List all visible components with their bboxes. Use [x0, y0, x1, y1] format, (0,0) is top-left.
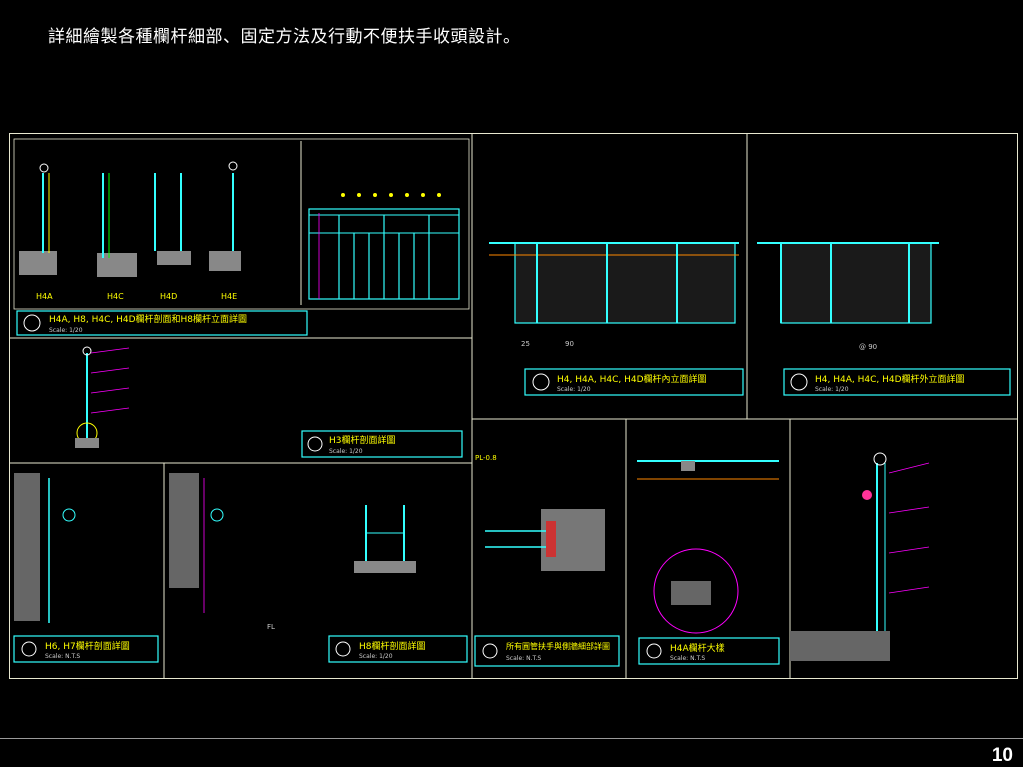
panel-4-h3-section: H3欄杆剖面詳圖 Scale: 1/20: [75, 346, 463, 458]
scale-2: Scale: 1/20: [557, 386, 591, 393]
scale-3: Scale: 1/20: [815, 386, 849, 393]
panel-1-elevation: [308, 193, 460, 300]
cad-drawing-sheet: H4A H4C H4D H4E H4A, H8, H4C, H4D欄杆剖面和H8…: [9, 133, 1018, 679]
panel-9-section: [790, 452, 930, 661]
panel-1-sections: H4A H4C H4D H4E: [13, 138, 470, 310]
scale-4: Scale: 1/20: [329, 448, 363, 455]
pl-label: PL-0.8: [475, 454, 497, 462]
dim-spacing: @ 90: [859, 343, 877, 351]
scale-5: Scale: N.T.S: [45, 653, 80, 660]
panel-5-h6-h7: FL H6, H7欄杆剖面詳圖 Scale: N.T.S: [13, 473, 275, 663]
panel-7-handrail-wall: PL-0.8 所有圓管扶手與側牆細部詳圖 Scale: N.T.S: [474, 454, 620, 667]
section-label-d: H4D: [160, 292, 177, 301]
scale-8: Scale: N.T.S: [670, 655, 705, 662]
section-label-e: H4E: [221, 292, 237, 301]
scale-6: Scale: 1/20: [359, 653, 393, 660]
page-number: 10: [991, 745, 1013, 766]
scale-1: Scale: 1/20: [49, 327, 83, 334]
page-heading: 詳細繪製各種欄杆細部、固定方法及行動不便扶手收頭設計。: [48, 27, 521, 47]
title-1: H4A, H8, H4C, H4D欄杆剖面和H8欄杆立面詳圖: [49, 313, 247, 325]
sheet-border: [9, 133, 1018, 679]
panel-1-title-block: H4A, H8, H4C, H4D欄杆剖面和H8欄杆立面詳圖 Scale: 1/…: [16, 310, 308, 336]
fl-label: FL: [267, 623, 275, 631]
panel-3-outer-elevation: @ 90 H4, H4A, H4C, H4D欄杆外立面詳圖 Scale: 1/2…: [757, 242, 1011, 396]
panel-6-h8: H8欄杆剖面詳圖 Scale: 1/20: [328, 505, 468, 663]
dim-90: 90: [565, 340, 574, 348]
footer-divider: [0, 738, 1023, 739]
section-label-c: H4C: [107, 292, 124, 301]
title-2: H4, H4A, H4C, H4D欄杆內立面詳圖: [557, 373, 707, 385]
dim-25: 25: [521, 340, 530, 348]
panel-8-h4a-detail: H4A欄杆大樣 Scale: N.T.S: [637, 460, 780, 665]
panel-grid: [9, 133, 1018, 679]
title-5: H6, H7欄杆剖面詳圖: [45, 640, 130, 652]
title-3: H4, H4A, H4C, H4D欄杆外立面詳圖: [815, 373, 965, 385]
panel-2-inner-elevation: 25 90 H4, H4A, H4C, H4D欄杆內立面詳圖 Scale: 1/…: [489, 242, 744, 396]
title-7: 所有圓管扶手與側牆細部詳圖: [506, 641, 610, 651]
title-6: H8欄杆剖面詳圖: [359, 640, 426, 652]
title-4: H3欄杆剖面詳圖: [329, 434, 396, 446]
title-8: H4A欄杆大樣: [670, 642, 725, 654]
scale-7: Scale: N.T.S: [506, 655, 541, 662]
section-label-a: H4A: [36, 292, 53, 301]
